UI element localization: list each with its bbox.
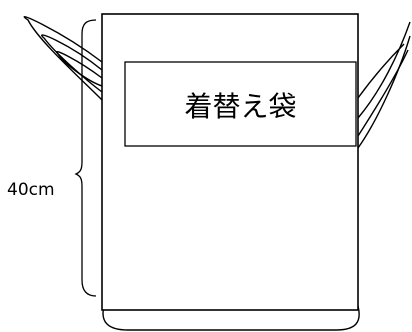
right-strap [357, 21, 411, 149]
left-strap [23, 16, 103, 101]
bag-label-box [124, 61, 357, 147]
bag-label-text: 着替え袋 [184, 90, 296, 123]
bag-bottom-curve [102, 305, 360, 331]
height-measurement: 40cm [7, 180, 55, 200]
bag-body [101, 13, 359, 311]
height-bracket [74, 19, 97, 297]
